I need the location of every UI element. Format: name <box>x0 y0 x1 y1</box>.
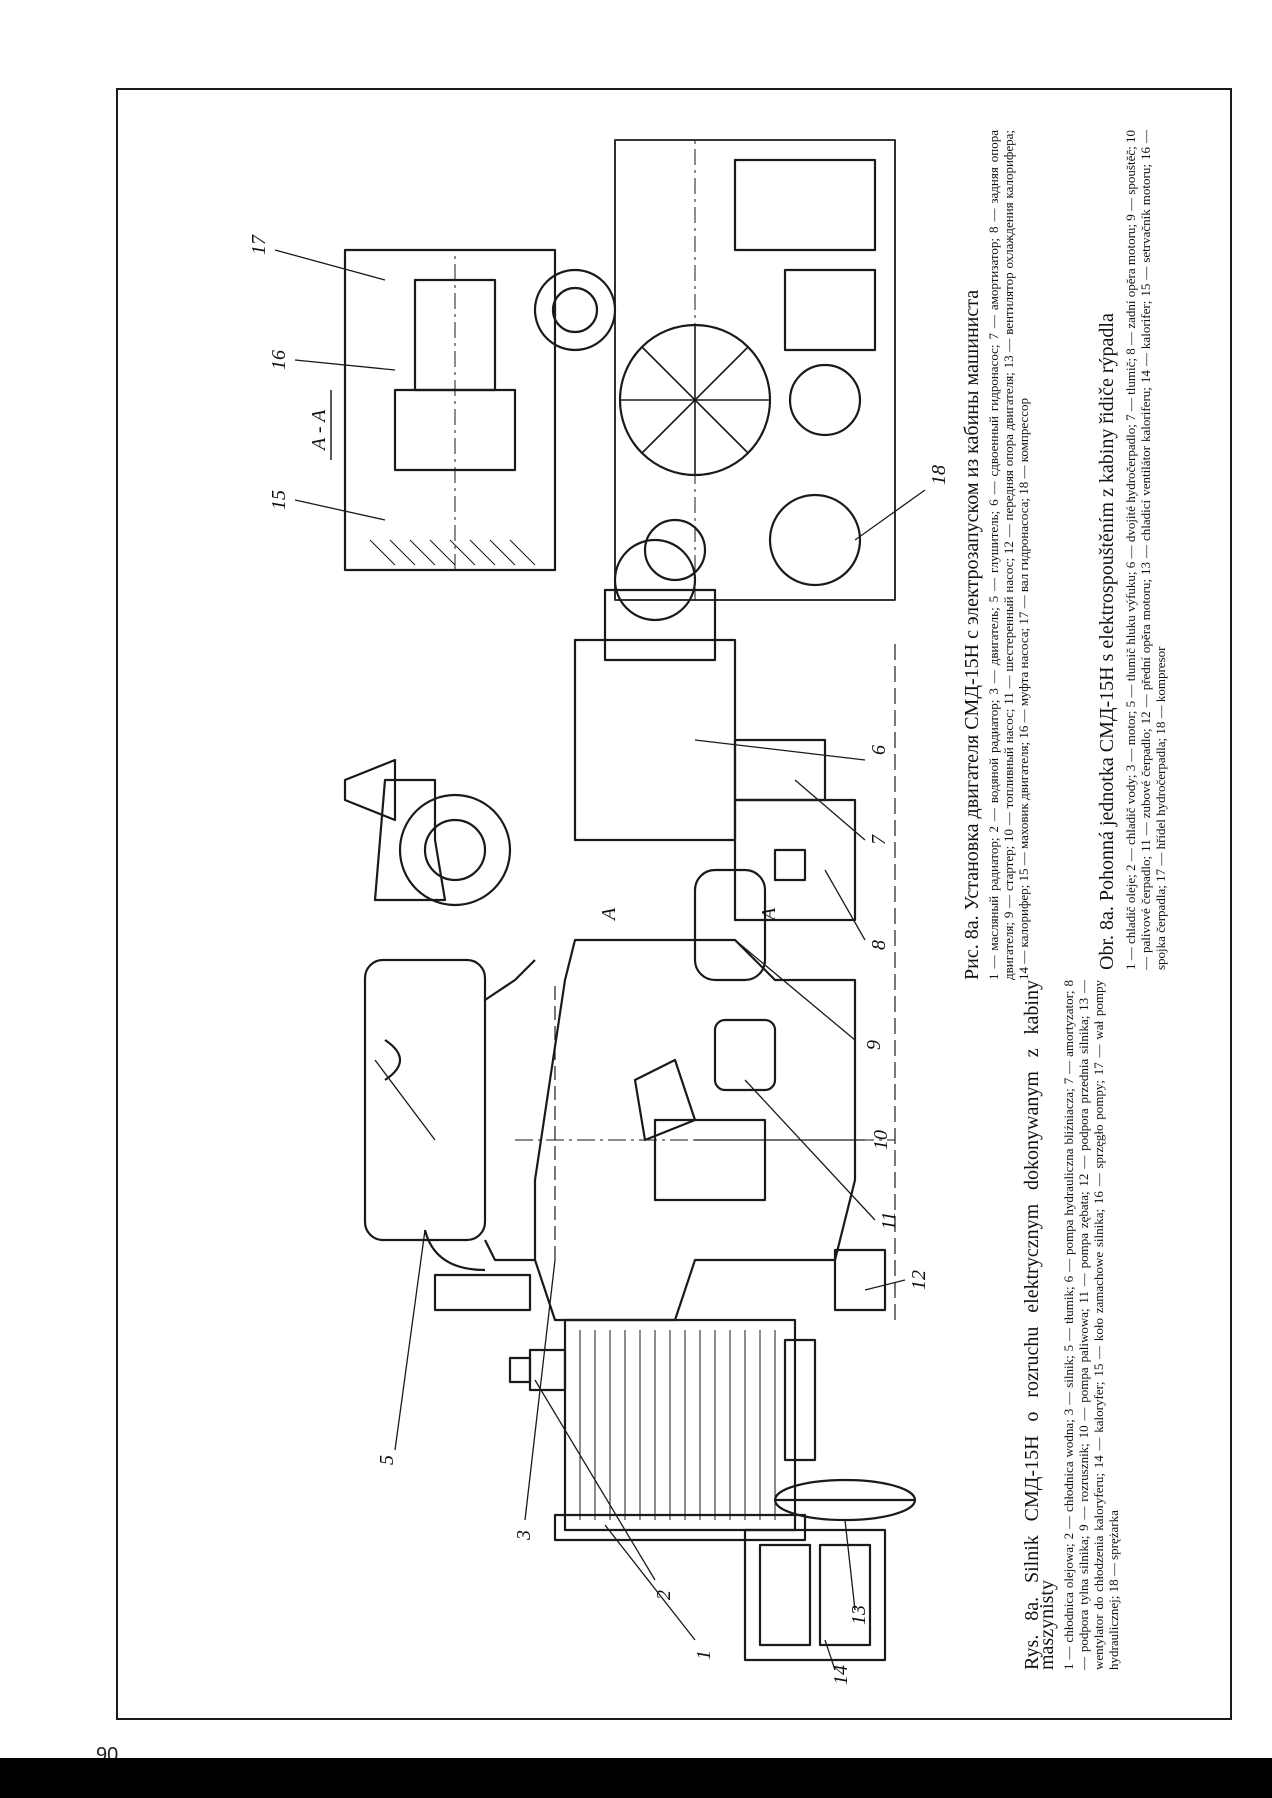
section-label: A - A <box>308 409 330 452</box>
callout-10: 10 <box>870 1130 892 1150</box>
caption-polish: Rys. 8a. Silnik СМД-15Н o rozruchu elekt… <box>1021 980 1121 1670</box>
callout-17: 17 <box>248 234 270 255</box>
callout-2: 2 <box>653 1590 675 1600</box>
oil-radiator-shape <box>563 1318 797 1532</box>
hydraulic-pump-shape <box>573 638 737 842</box>
muffler-shape <box>363 958 487 1242</box>
callout-1: 1 <box>693 1650 715 1660</box>
starter-shape <box>693 868 767 982</box>
engine-body-shape <box>533 938 857 1322</box>
side-view <box>343 538 917 1662</box>
page-frame <box>116 88 1232 1720</box>
callout-7: 7 <box>868 834 890 845</box>
callout-3: 3 <box>513 1530 535 1541</box>
leader-lines <box>274 249 926 1671</box>
callout-15: 15 <box>268 490 290 510</box>
callout-9: 9 <box>863 1040 885 1050</box>
section-mark-bottom: A <box>758 907 780 922</box>
caption-polish-legend: 1 — chłodnica olejowa; 2 — chłodnica wod… <box>1061 980 1121 1670</box>
radiator-fins <box>579 1330 776 1520</box>
section-mark-top: A <box>598 907 620 922</box>
callout-13: 13 <box>848 1605 870 1625</box>
front-view <box>533 139 896 601</box>
callout-12: 12 <box>908 1270 930 1290</box>
caption-czech-title: Obr. 8a. Pohonná jednotka СМД-15Н s elek… <box>1096 313 1118 970</box>
compressor-shape <box>768 493 862 587</box>
callout-18: 18 <box>928 465 950 485</box>
caption-russian-legend: 1 — масляный радиатор; 2 — водяной радиа… <box>986 130 1031 980</box>
section-a-a <box>343 248 557 572</box>
rotated-figure-page: A - A A A 1 2 3 5 6 7 8 9 10 11 12 13 14… <box>135 100 1235 1700</box>
callout-8: 8 <box>868 940 890 950</box>
scan-bottom-border <box>0 1758 1272 1798</box>
fuel-pump-shape <box>653 1118 767 1202</box>
callout-16: 16 <box>268 350 290 370</box>
caption-czech-legend: 1 — chladič oleje; 2 — chladič vody; 3 —… <box>1123 130 1168 970</box>
caption-russian-title: Рис. 8а. Установка двигателя СМД-15Н с э… <box>961 289 983 980</box>
callout-14: 14 <box>830 1665 852 1685</box>
engine-installation-drawing: A - A A A 1 2 3 5 6 7 8 9 10 11 12 13 14… <box>248 139 950 1685</box>
caption-russian: Рис. 8а. Установка двигателя СМД-15Н с э… <box>961 130 1031 980</box>
callout-6: 6 <box>868 745 890 755</box>
caption-polish-title: Rys. 8a. Silnik СМД-15Н o rozruchu elekt… <box>1021 980 1058 1670</box>
air-cleaner-shape <box>398 793 512 907</box>
calorifer-shape <box>743 1528 887 1662</box>
callout-11: 11 <box>878 1211 900 1230</box>
callout-5: 5 <box>376 1455 398 1465</box>
caption-czech: Obr. 8a. Pohonná jednotka СМД-15Н s elek… <box>1096 130 1168 970</box>
